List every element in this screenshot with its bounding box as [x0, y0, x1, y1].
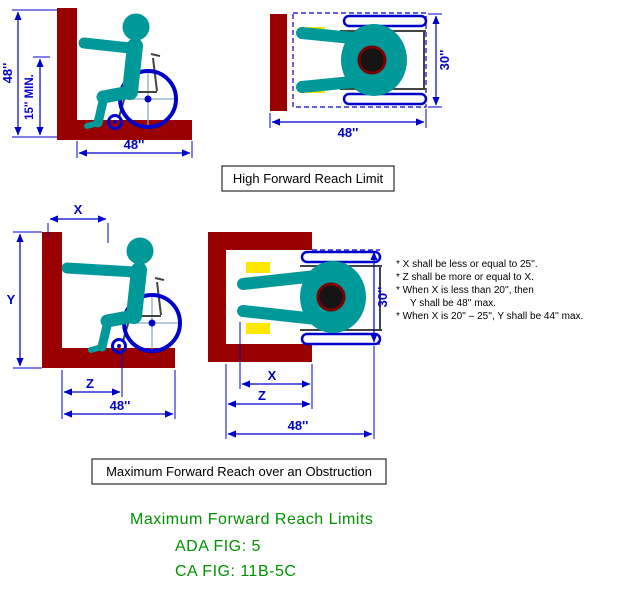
person-foot: [88, 344, 105, 353]
clear-space-dashed-outline: [292, 12, 427, 108]
wheelchair-top: [246, 250, 382, 346]
caster-hub: [117, 344, 121, 348]
wheelchair-side: [107, 53, 178, 130]
footer-title: Maximum Forward Reach Limits: [130, 511, 373, 528]
dim-label-48-width: 48'': [124, 137, 145, 152]
caption-box: [221, 165, 395, 192]
dim-48-top-width: 48'': [269, 109, 427, 140]
dim-48-width: 48'': [227, 346, 375, 439]
left-wheel-top: [342, 14, 428, 28]
person-head: [126, 237, 154, 265]
person-shin: [93, 92, 109, 128]
caster-wheel: [111, 338, 127, 354]
person-head-top: [357, 45, 387, 75]
chair-frame: [122, 277, 165, 342]
caster-hub: [113, 120, 117, 124]
obstruction-bar: [42, 348, 175, 368]
dim-y: Y: [7, 231, 42, 369]
wall-top-view: [270, 14, 287, 111]
caption-max-forward-reach: Maximum Forward Reach over an Obstructio…: [91, 458, 387, 485]
dim-z: Z: [61, 352, 123, 419]
wall-vertical: [42, 232, 62, 368]
person-arm: [78, 37, 136, 54]
person-side: [61, 237, 154, 353]
chair-frame: [118, 53, 161, 118]
note-line-5: * When X is 20'' – 25'', Y shall be 44''…: [396, 311, 583, 322]
dim-z: Z: [225, 364, 311, 439]
obstruction-bottom-bar: [208, 344, 312, 362]
person-shin: [97, 316, 113, 352]
panel-high-forward-top-view: 30'' 48'': [269, 12, 452, 140]
note-line-2: * Z shall be more or equal to X.: [396, 272, 534, 283]
footer-ada-fig: ADA FIG: 5: [175, 538, 261, 555]
dim-label-30: 30'': [437, 50, 452, 71]
caption-high-forward-reach: High Forward Reach Limit: [221, 165, 395, 192]
dim-48-width: 48'': [63, 370, 176, 419]
person-limb-left: [237, 270, 322, 290]
dim-label-48-width: 48'': [110, 398, 131, 413]
person-limb-right: [237, 305, 322, 325]
dim-48-width: 48'': [76, 137, 193, 158]
person-top: [237, 261, 366, 333]
caption-text: High Forward Reach Limit: [233, 171, 384, 186]
dim-x: X: [47, 202, 109, 243]
dim-48-height: 48'': [0, 9, 57, 138]
dim-label-z: Z: [86, 376, 94, 391]
note-line-4: Y shall be 48'' max.: [410, 298, 496, 309]
footrest-left: [246, 262, 270, 273]
panel-obstruction-top-view: 30'' X Z 48'': [208, 232, 390, 439]
dim-label-48-width: 48'': [288, 418, 309, 433]
footer-text: Maximum Forward Reach Limits ADA FIG: 5 …: [130, 511, 373, 580]
dim-label-x: X: [268, 368, 277, 383]
person-foot: [84, 120, 101, 129]
note-line-1: * X shall be less or equal to 25''.: [396, 259, 538, 270]
dim-15-min: 15'' MIN.: [24, 56, 50, 136]
caption-box: [91, 458, 387, 485]
caster-wheel: [107, 114, 123, 130]
dim-label-48-height: 48'': [0, 63, 15, 84]
dim-label-48-top: 48'': [338, 125, 359, 140]
dim-label-15-min: 15'' MIN.: [24, 74, 36, 120]
person-head-top: [316, 282, 346, 312]
notes-block: * X shall be less or equal to 25''. * Z …: [396, 259, 583, 322]
note-line-3: * When X is less than 20'', then: [396, 285, 534, 296]
person-head: [122, 13, 150, 41]
person-arm: [61, 262, 140, 278]
person-limb-right: [296, 76, 358, 93]
dim-label-z: Z: [258, 388, 266, 403]
right-wheel-top: [300, 332, 382, 346]
obstruction-left-bar: [208, 232, 226, 362]
footrest-right: [246, 323, 270, 334]
dim-x: X: [239, 322, 313, 409]
right-wheel-top: [342, 92, 428, 106]
person-torso: [122, 38, 143, 100]
left-wheel-top: [300, 250, 382, 264]
dim-label-x: X: [74, 202, 83, 217]
person-side: [78, 13, 150, 129]
person-limb-left: [296, 27, 358, 44]
rear-wheel-hub: [144, 95, 152, 103]
dim-30-depth: 30'': [428, 13, 452, 108]
panel-obstruction-side-view: X Y Z 48'': [7, 202, 182, 419]
wall-vertical: [57, 8, 77, 140]
obstruction-top-bar: [208, 232, 312, 250]
dim-label-y: Y: [7, 292, 16, 307]
panel-high-forward-side-view: 48'' 15'' MIN. 48'': [0, 8, 193, 158]
person-top: [296, 24, 407, 96]
dim-label-30: 30'': [375, 287, 390, 308]
dim-30-depth: 30'': [370, 251, 390, 343]
rear-wheel-hub: [148, 319, 156, 327]
person-torso: [126, 262, 147, 324]
footer-ca-fig: CA FIG: 11B-5C: [175, 563, 296, 580]
caption-text: Maximum Forward Reach over an Obstructio…: [106, 464, 372, 479]
